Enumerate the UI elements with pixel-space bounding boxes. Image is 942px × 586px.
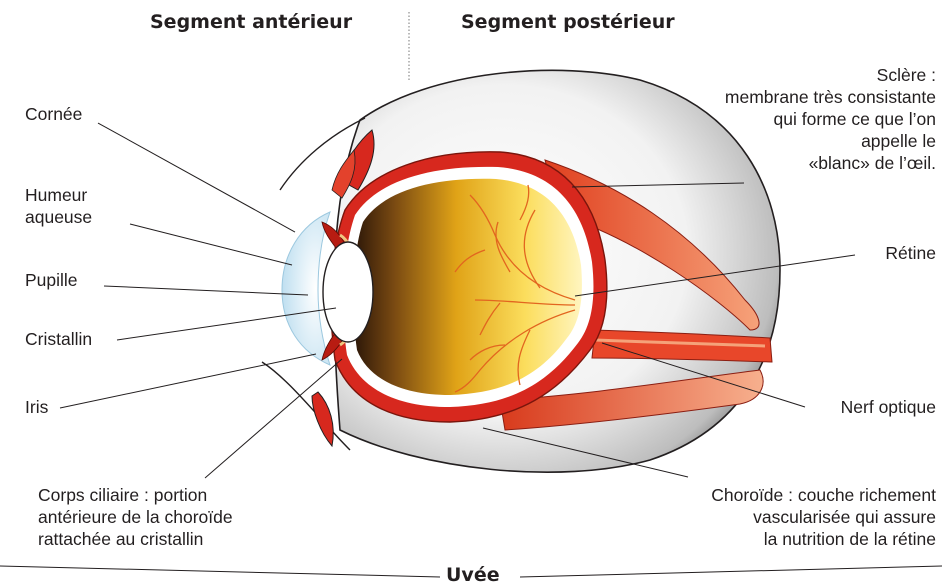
label-pupille: Pupille xyxy=(25,269,78,291)
label-sclere: Sclère : membrane très consistante qui f… xyxy=(725,64,936,174)
label-sclere-line3: qui forme ce que l’on xyxy=(725,108,936,130)
label-choroide-line3: la nutrition de la rétine xyxy=(711,528,936,550)
label-sclere-line1: Sclère : xyxy=(725,64,936,86)
label-humeur-aqueuse-line2: aqueuse xyxy=(25,206,92,228)
label-corps-ciliaire-line1: Corps ciliaire : portion xyxy=(38,484,233,506)
label-iris: Iris xyxy=(25,396,48,418)
label-sclere-line2: membrane très consistante xyxy=(725,86,936,108)
label-humeur-aqueuse: Humeur aqueuse xyxy=(25,184,92,228)
label-cornee: Cornée xyxy=(25,103,82,125)
label-corps-ciliaire-line2: antérieure de la choroïde xyxy=(38,506,233,528)
label-uvee: Uvée xyxy=(446,564,500,586)
label-corps-ciliaire-line3: rattachée au cristallin xyxy=(38,528,233,550)
label-nerf-optique: Nerf optique xyxy=(841,396,936,418)
label-choroide: Choroïde : couche richement vascularisée… xyxy=(711,484,936,550)
label-sclere-line5: «blanc» de l’œil. xyxy=(725,152,936,174)
label-retine: Rétine xyxy=(885,242,936,264)
anterior-segment-heading: Segment antérieur xyxy=(150,11,352,33)
label-sclere-line4: appelle le xyxy=(725,130,936,152)
label-choroide-line1: Choroïde : couche richement xyxy=(711,484,936,506)
label-cristallin: Cristallin xyxy=(25,328,92,350)
posterior-segment-heading: Segment postérieur xyxy=(461,11,675,33)
label-choroide-line2: vascularisée qui assure xyxy=(711,506,936,528)
label-corps-ciliaire: Corps ciliaire : portion antérieure de l… xyxy=(38,484,233,550)
label-humeur-aqueuse-line1: Humeur xyxy=(25,184,92,206)
